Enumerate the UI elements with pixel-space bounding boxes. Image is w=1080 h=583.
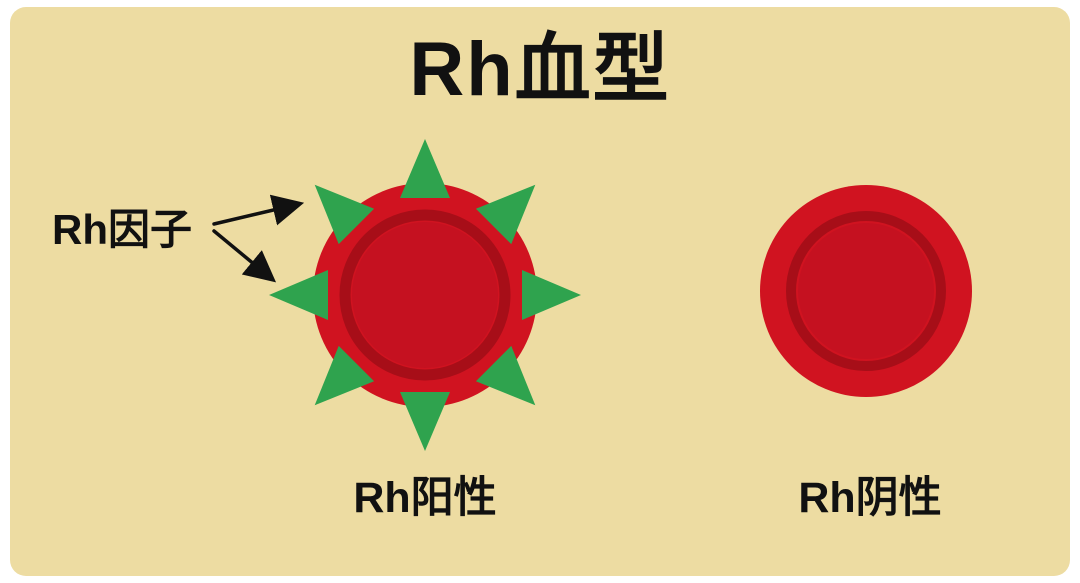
- diagram-title: Rh血型: [409, 27, 671, 112]
- antigen-spike: [522, 270, 581, 320]
- antigen-spike: [475, 184, 536, 245]
- rh-positive-cell: [269, 139, 581, 451]
- rh-negative-cell: [760, 185, 972, 397]
- rh-negative-caption: Rh阴性: [798, 474, 942, 522]
- factor-arrows: [212, 194, 305, 283]
- antigen-spike: [475, 345, 536, 406]
- negative-cell-center: [798, 223, 934, 359]
- antigen-spike: [400, 139, 450, 198]
- factor-arrow-upper: [212, 194, 305, 226]
- antigen-spike: [314, 345, 375, 406]
- rh-factor-label: Rh因子: [52, 206, 192, 253]
- antigen-spike: [314, 184, 375, 245]
- negative-cell-ring: [786, 211, 946, 371]
- antigen-spike: [400, 392, 450, 451]
- positive-cell-ring: [339, 209, 511, 381]
- antigen-spike: [269, 270, 328, 320]
- rh-positive-caption: Rh阳性: [353, 474, 497, 522]
- factor-arrow-lower: [212, 229, 277, 283]
- positive-cell-center: [352, 222, 498, 368]
- antigen-spikes: [269, 139, 581, 451]
